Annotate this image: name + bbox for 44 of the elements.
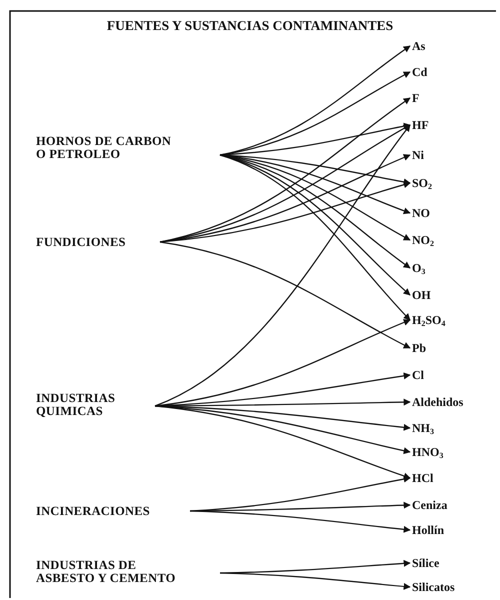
pollutant-label: HF — [412, 118, 429, 132]
arrow — [220, 154, 411, 214]
source-label: FUNDICIONES — [36, 236, 126, 248]
pollutant-label: SO$_{2}$ — [412, 176, 432, 190]
arrow — [190, 510, 411, 533]
pollutant-label: OH — [412, 288, 431, 302]
source-label: INCINERACIONES — [36, 504, 150, 518]
pollutant-label: NO$_{2}$ — [412, 234, 434, 246]
pollutant-label: HNO$_{3}$ — [412, 446, 444, 458]
pollutant-label: Silicatos — [412, 580, 455, 594]
arrow — [160, 154, 411, 243]
source-label: HORNOS DE CARBON O PETROLEO — [36, 135, 176, 161]
pollutant-label: Aldehidos — [412, 396, 464, 408]
pollutant-label: F — [412, 92, 420, 104]
pollutant-label: Sílice — [412, 556, 440, 570]
arrow — [160, 181, 411, 243]
pollutant-label: Pb — [412, 342, 426, 354]
pollutant-label: Cd — [412, 66, 428, 78]
arrow — [220, 122, 411, 156]
pollutant-label: HCl — [412, 472, 434, 484]
pollutant-label: NH$_{3}$ — [412, 422, 434, 434]
pollutant-label: O$_{3}$ — [412, 262, 426, 274]
pollutant-label: Cl — [412, 368, 424, 382]
arrow — [220, 572, 411, 590]
arrow — [220, 154, 411, 296]
source-label: INDUSTRIAS DE ASBESTO Y CEMENTO — [36, 559, 196, 585]
arrow — [160, 98, 411, 243]
pollutant-label: Ceniza — [412, 498, 448, 512]
arrow — [154, 319, 411, 407]
arrow — [190, 476, 411, 512]
arrow — [220, 71, 411, 156]
pollutant-label: As — [412, 40, 426, 52]
pollutant-label: H$_{2}$SO$_{4}$ — [412, 314, 446, 326]
arrow — [220, 154, 411, 241]
arrow — [154, 124, 410, 407]
source-label: INDUSTRIAS QUIMICAS — [36, 392, 126, 418]
diagram-title: FUENTES Y SUSTANCIAS CONTAMINANTES — [106, 18, 394, 34]
pollutant-label: Ni — [412, 148, 424, 162]
pollutant-label: Hollín — [412, 524, 444, 536]
arrow — [220, 154, 410, 320]
arrow — [220, 46, 411, 156]
arrow — [160, 241, 411, 349]
arrow — [154, 405, 411, 480]
pollutant-label: NO — [412, 206, 430, 220]
